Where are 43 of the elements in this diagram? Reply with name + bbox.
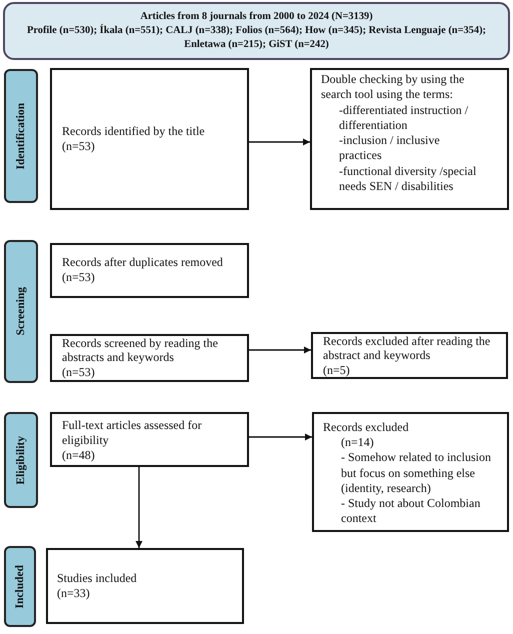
header-title: Articles from 8 journals from 2000 to 2024 (N=3139): [140, 10, 373, 24]
box-text: Records excluded: [323, 420, 409, 436]
box-text: (n=33): [57, 586, 90, 602]
box-text: Records after duplicates removed: [62, 255, 223, 270]
list-item: - Study not about Colombian context: [341, 496, 482, 526]
arrow: [136, 467, 142, 548]
list-item: - Somehow related to inclusion but focus on something else (identity, research): [341, 450, 492, 496]
process-box: [46, 548, 244, 624]
process-box: [50, 334, 249, 382]
phase-band: [4, 69, 38, 203]
box-text: (n=53): [62, 364, 95, 380]
phase-label: Identification: [15, 102, 27, 170]
phase-label: Eligibility: [15, 436, 27, 484]
box-text: (n=48): [62, 448, 95, 463]
box-text: Full-text articles assessed for eligibility: [62, 418, 203, 448]
list-item: -inclusion / inclusive practices: [339, 133, 441, 164]
phase-band: [4, 240, 38, 383]
list-item: (n=14): [341, 435, 374, 450]
box-text: Records excluded after reading the abstract and keywords: [323, 334, 492, 363]
process-box: [50, 412, 249, 467]
phase-band: [4, 412, 38, 508]
phase-band: [4, 546, 36, 627]
arrow: [249, 138, 310, 146]
box-text: Studies included: [57, 570, 137, 586]
arrow: [249, 434, 312, 440]
list-item: -differentiated instruction / differentiation: [339, 102, 470, 134]
process-box: [50, 243, 249, 298]
phase-label: Screening: [15, 287, 27, 336]
process-box: [312, 412, 509, 532]
box-text: (n=53): [62, 270, 95, 286]
header-box: [3, 2, 510, 60]
box-text: Records identified by the title: [62, 124, 205, 139]
box-text: (n=53): [62, 139, 95, 154]
journal-counts: Profile (n=530); Íkala (n=551); CALJ (n=338); Folios (n=564); How (n=345); Revista Lenguaje (n=354); Enletawa (n=215); GiST (n=242): [26, 24, 487, 52]
list-item: -functional diversity /special needs SEN / disabilities: [339, 164, 478, 194]
box-text: Double checking by using the search tool using the terms:: [321, 72, 466, 103]
process-box: [311, 332, 508, 379]
box-text: Records screened by reading the abstracts and keywords: [62, 336, 219, 365]
arrow: [249, 346, 311, 354]
phase-label: Included: [14, 564, 26, 608]
box-text: (n=5): [323, 362, 350, 377]
process-box: [50, 68, 249, 210]
process-box: [310, 68, 509, 210]
